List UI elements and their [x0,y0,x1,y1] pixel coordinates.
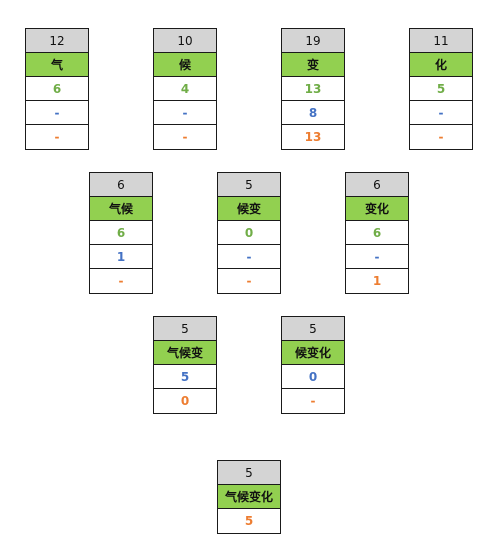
node-value: 0 [154,389,216,413]
node-value: 4 [154,77,216,101]
node-label: 化 [410,53,472,77]
node-value: - [410,101,472,125]
node-value: 6 [346,221,408,245]
node-total: 12 [26,29,88,53]
node-label: 变 [282,53,344,77]
node-value: - [346,245,408,269]
node-value: 13 [282,77,344,101]
node-value: 13 [282,125,344,149]
node-value: - [218,269,280,293]
node-value: - [154,101,216,125]
node-total: 5 [218,461,280,485]
node-value: 8 [282,101,344,125]
node-total: 6 [90,173,152,197]
node-value: - [282,389,344,413]
node-value: - [218,245,280,269]
node-value: 1 [346,269,408,293]
node-total: 10 [154,29,216,53]
node-label: 候变化 [282,341,344,365]
node-total: 5 [218,173,280,197]
node-value: - [26,101,88,125]
node-label: 气候变 [154,341,216,365]
node-value: - [90,269,152,293]
node-value: 6 [90,221,152,245]
node-value: 5 [218,509,280,533]
node-value: - [410,125,472,149]
node-label: 气候变化 [218,485,280,509]
node-value: 1 [90,245,152,269]
node-label: 气 [26,53,88,77]
node-total: 6 [346,173,408,197]
node-value: - [26,125,88,149]
node-total: 5 [282,317,344,341]
node-label: 气候 [90,197,152,221]
node-value: 0 [282,365,344,389]
node-total: 5 [154,317,216,341]
node-value: 5 [154,365,216,389]
node-value: 6 [26,77,88,101]
node-value: 0 [218,221,280,245]
node-total: 19 [282,29,344,53]
node-value: - [154,125,216,149]
node-label: 候 [154,53,216,77]
node-label: 候变 [218,197,280,221]
node-value: 5 [410,77,472,101]
node-total: 11 [410,29,472,53]
node-label: 变化 [346,197,408,221]
